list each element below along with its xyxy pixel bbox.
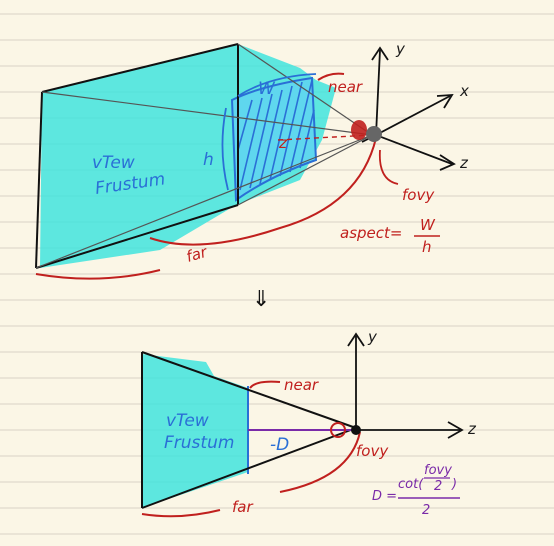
near-curve — [317, 72, 345, 81]
top-frustum-label-1: vTew — [92, 153, 135, 173]
bottom-fovy-marker — [330, 422, 346, 438]
near-distance-dashed — [277, 134, 373, 141]
top-axis-x-label: x — [459, 82, 469, 100]
fovy-leader — [378, 149, 399, 185]
bottom-axis-y-label: y — [367, 328, 378, 346]
top-far-label: far — [184, 243, 210, 266]
top-camera-origin — [366, 126, 382, 142]
bottom-frustum-edges — [141, 351, 357, 509]
far-underline — [35, 269, 161, 280]
height-label: h — [203, 150, 214, 170]
transform-arrow: ⇓ — [252, 287, 270, 312]
bottom-frustum-label-2: Frustum — [164, 433, 234, 453]
top-axis-z-label: z — [459, 154, 469, 172]
top-axis-y-label: y — [395, 40, 406, 58]
w-brace — [237, 73, 317, 97]
aspect-lhs: aspect= — [340, 224, 402, 242]
top-fovy-label: fovy — [402, 186, 435, 204]
formula-two-inner: 2 — [434, 479, 442, 494]
bottom-far-label: far — [232, 498, 253, 516]
neg-d-label: -D — [270, 435, 289, 455]
formula-two-outer: 2 — [422, 503, 430, 518]
formula-fovy: fovy — [424, 463, 452, 478]
bottom-fovy-label: fovy — [356, 442, 389, 460]
bottom-frustum-fill — [142, 354, 248, 508]
formula-lhs: D = — [372, 489, 397, 504]
aspect-denominator: h — [422, 238, 432, 256]
formula-cot: cot( — [398, 477, 424, 492]
bottom-far-underline — [141, 509, 221, 518]
bottom-near-label: near — [284, 376, 319, 394]
top-diagram: vTew Frustum W h z near far fovy y x z a… — [35, 40, 469, 280]
bottom-camera-origin — [351, 425, 361, 435]
bottom-axis-z-label: z — [467, 420, 477, 438]
bottom-near-curve — [249, 380, 281, 389]
top-near-label: near — [328, 78, 363, 96]
far-curve — [149, 137, 377, 246]
bottom-frustum-label-1: vTew — [166, 411, 209, 431]
frustum-edges — [35, 43, 373, 269]
width-label: W — [258, 79, 276, 99]
near-z-label: z — [278, 134, 288, 152]
formula-close: ) — [451, 477, 457, 492]
far-plane — [35, 43, 239, 269]
h-brace — [221, 107, 229, 191]
bottom-far-curve — [279, 431, 361, 493]
fovy-marker — [351, 120, 367, 140]
bottom-diagram: vTew Frustum near far fovy y z -D D = co… — [141, 328, 477, 518]
bottom-axes — [347, 332, 464, 439]
aspect-numerator: W — [420, 216, 436, 234]
